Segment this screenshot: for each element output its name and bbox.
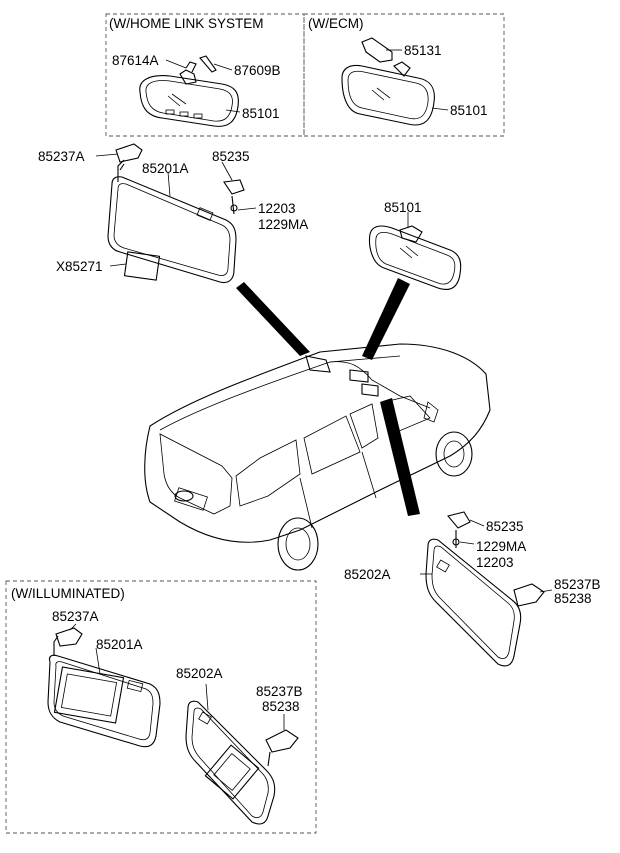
sun-visor-left [95, 143, 257, 284]
pointer-wedge-left [236, 282, 310, 356]
part-label-1229MA-right: 1229MA [476, 539, 527, 554]
part-label-X85271: X85271 [56, 259, 103, 274]
part-label-85101-main: 85101 [384, 200, 422, 215]
part-label-87609B: 87609B [234, 63, 281, 78]
part-label-12203-right: 12203 [476, 555, 514, 570]
part-label-85235-top: 85235 [212, 149, 250, 164]
vehicle [144, 343, 491, 571]
part-label-85202A-ill: 85202A [176, 666, 223, 681]
part-label-12203-top: 12203 [258, 201, 296, 216]
part-label-85235-right: 85235 [486, 519, 524, 534]
part-label-85238-ill: 85238 [262, 699, 300, 714]
part-label-1229MA-top: 1229MA [258, 217, 309, 232]
ecm-box-title: (W/ECM) [307, 16, 365, 31]
pointer-wedge-mirror [362, 278, 410, 360]
part-label-85131: 85131 [404, 43, 442, 58]
ecm-box [303, 13, 505, 137]
part-label-85202A-right: 85202A [344, 567, 391, 582]
part-label-85237B-ill: 85237B [256, 684, 303, 699]
home-link-mirror [139, 55, 241, 127]
sun-visor-right [420, 511, 553, 667]
part-label-85201A-ill: 85201A [96, 637, 143, 652]
part-label-85237A-top: 85237A [38, 149, 85, 164]
part-label-85101-home: 85101 [242, 106, 280, 121]
illuminated-visor-right [185, 683, 299, 825]
illuminated-box-title: (W/ILLUMINATED) [10, 586, 126, 601]
part-label-85237B-right: 85237B [554, 577, 601, 592]
sticker-card [123, 251, 161, 281]
illuminated-visor-left [47, 623, 161, 748]
part-label-87614A: 87614A [112, 53, 159, 68]
illuminated-box [5, 580, 317, 834]
home-link-box-title: (W/HOME LINK SYSTEM [108, 16, 265, 31]
main-mirror [368, 212, 462, 291]
part-label-85101-ecm: 85101 [450, 103, 488, 118]
pointer-wedge-right [380, 398, 420, 516]
part-label-85237A-ill: 85237A [52, 609, 99, 624]
part-label-85201A-top: 85201A [142, 161, 189, 176]
part-label-85238-right: 85238 [554, 591, 592, 606]
ecm-mirror [341, 37, 449, 126]
